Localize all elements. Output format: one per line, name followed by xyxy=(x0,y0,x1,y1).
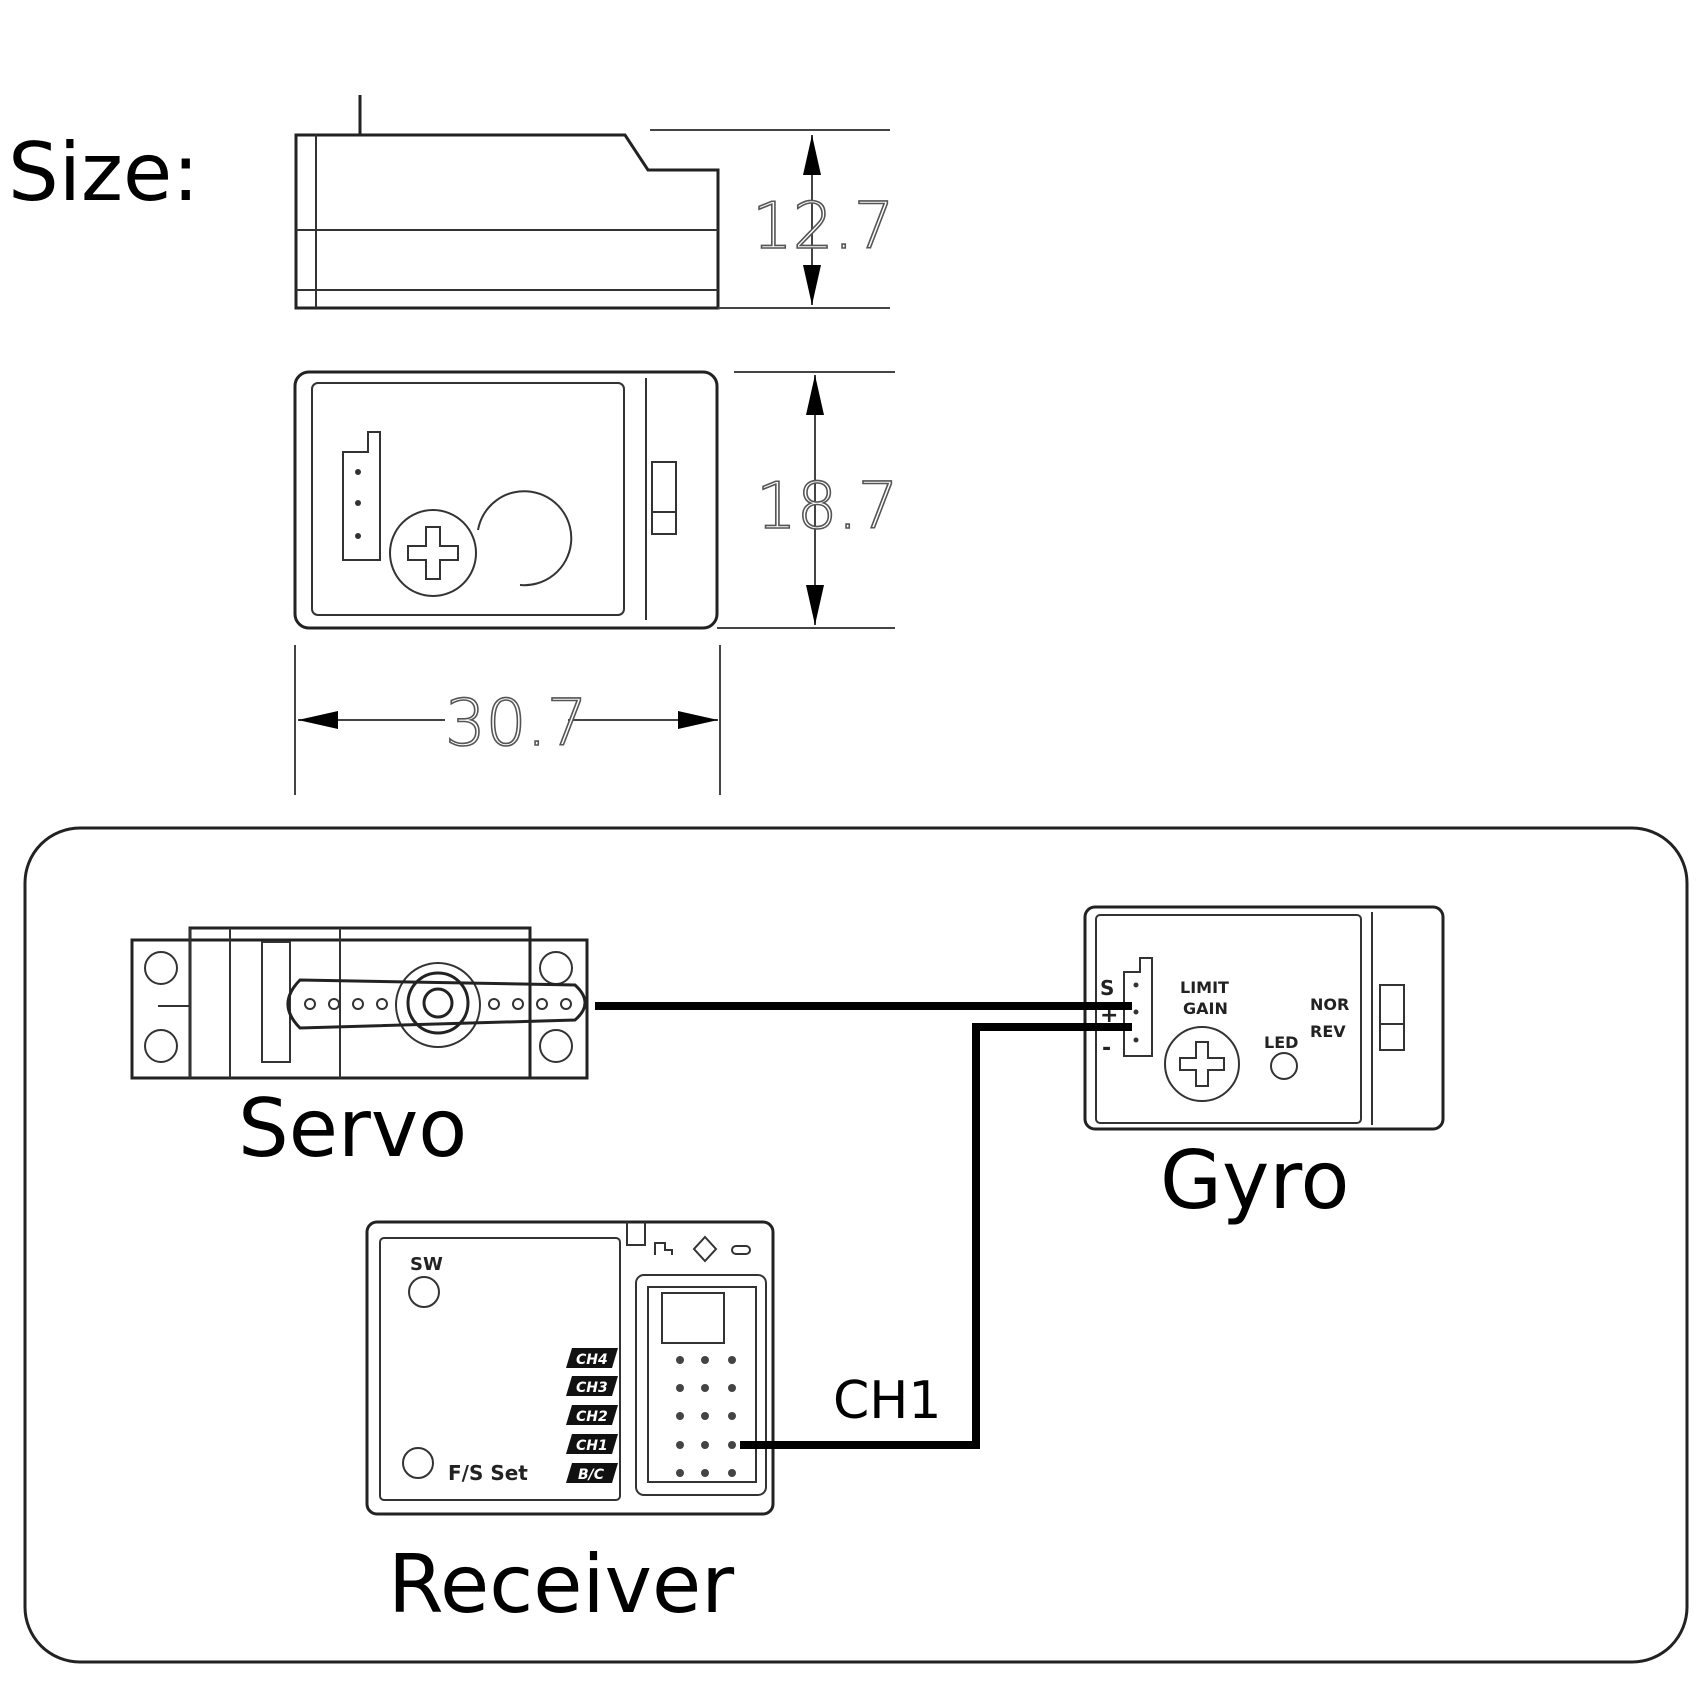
gyro-rev-label: REV xyxy=(1310,1022,1346,1041)
servo-drawing xyxy=(130,926,589,1080)
receiver-pins xyxy=(676,1356,736,1477)
channel-label-ch3: CH3 xyxy=(576,1380,608,1396)
gyro-s-label: S xyxy=(1100,976,1114,1000)
depth-dimension: 18.7 xyxy=(756,470,899,544)
width-dimension-line: 30.7 xyxy=(294,645,721,795)
channel-label-ch1: CH1 xyxy=(576,1438,608,1454)
gyro-gain-label: GAIN xyxy=(1183,999,1228,1018)
size-label: Size: xyxy=(8,126,199,219)
receiver-label: Receiver xyxy=(388,1538,734,1631)
gyro-nor-label: NOR xyxy=(1310,995,1349,1014)
gyro-minus-label: - xyxy=(1102,1036,1111,1061)
gyro-led-label: LED xyxy=(1264,1033,1298,1052)
wiring-panel xyxy=(23,826,1689,1664)
channel-label-ch2: CH2 xyxy=(576,1409,608,1425)
connection-label: CH1 xyxy=(833,1371,942,1431)
gyro-drawing: S + - LIMIT GAIN NOR REV LED xyxy=(1083,905,1445,1131)
gyro-label: Gyro xyxy=(1160,1134,1349,1227)
gyro-limit-label: LIMIT xyxy=(1180,978,1229,997)
width-dimension: 30.7 xyxy=(445,687,588,761)
channel-label-bc: B/C xyxy=(578,1467,605,1483)
height-dimension: 12.7 xyxy=(752,190,895,264)
receiver-drawing: CH4 CH3 CH2 CH1 B/C SW F/S Set xyxy=(365,1220,775,1516)
side-view-drawing: 12.7 xyxy=(294,95,895,310)
top-view-drawing: 18.7 xyxy=(293,370,899,630)
receiver-to-gyro-wire xyxy=(740,1023,1132,1449)
receiver-fs-set-label: F/S Set xyxy=(448,1461,528,1485)
channel-label-ch4: CH4 xyxy=(576,1352,608,1368)
servo-label: Servo xyxy=(238,1082,467,1175)
receiver-sw-label: SW xyxy=(410,1254,443,1275)
